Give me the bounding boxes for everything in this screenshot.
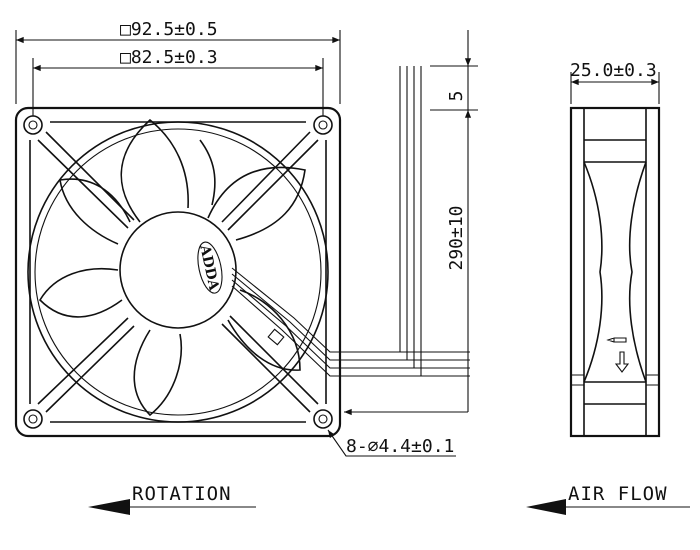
airflow-label: AIR FLOW (568, 483, 668, 505)
lead-length-dimension: 290±10 (344, 146, 469, 416)
airflow-indicator: AIR FLOW (526, 483, 690, 515)
venturi-ring (27, 121, 329, 423)
airflow-arrow-icon (526, 499, 566, 515)
mounting-hole-callout: 8-⌀4.4±0.1 (327, 429, 456, 457)
front-view: ADDA (14, 66, 470, 438)
mounting-holes (23, 115, 333, 429)
lead-length-label: 290±10 (446, 205, 467, 270)
depth-dimension: 25.0±0.3 (570, 60, 660, 104)
adda-logo: ADDA (196, 241, 223, 294)
logo-text: ADDA (196, 243, 222, 293)
side-view (569, 106, 661, 438)
impeller-blades (38, 118, 306, 417)
lead-wires (231, 66, 470, 377)
rotation-arrow-icon (88, 499, 130, 515)
fan-frame-outline (14, 106, 342, 438)
lead-spacing-label: 5 (446, 91, 467, 102)
hole-spacing-dimension: □82.5±0.3 (32, 47, 324, 116)
overall-width-label: □92.5±0.5 (120, 19, 218, 40)
rotation-indicator: ROTATION (88, 483, 256, 515)
hole-spacing-label: □82.5±0.3 (120, 47, 218, 68)
lead-spacing-dimension: 5 (430, 30, 478, 146)
overall-width-dimension: □92.5±0.5 (15, 19, 341, 104)
rotation-label: ROTATION (132, 483, 232, 505)
depth-label: 25.0±0.3 (570, 60, 657, 81)
mounting-holes-label: 8-⌀4.4±0.1 (346, 436, 454, 457)
hub (119, 211, 237, 329)
